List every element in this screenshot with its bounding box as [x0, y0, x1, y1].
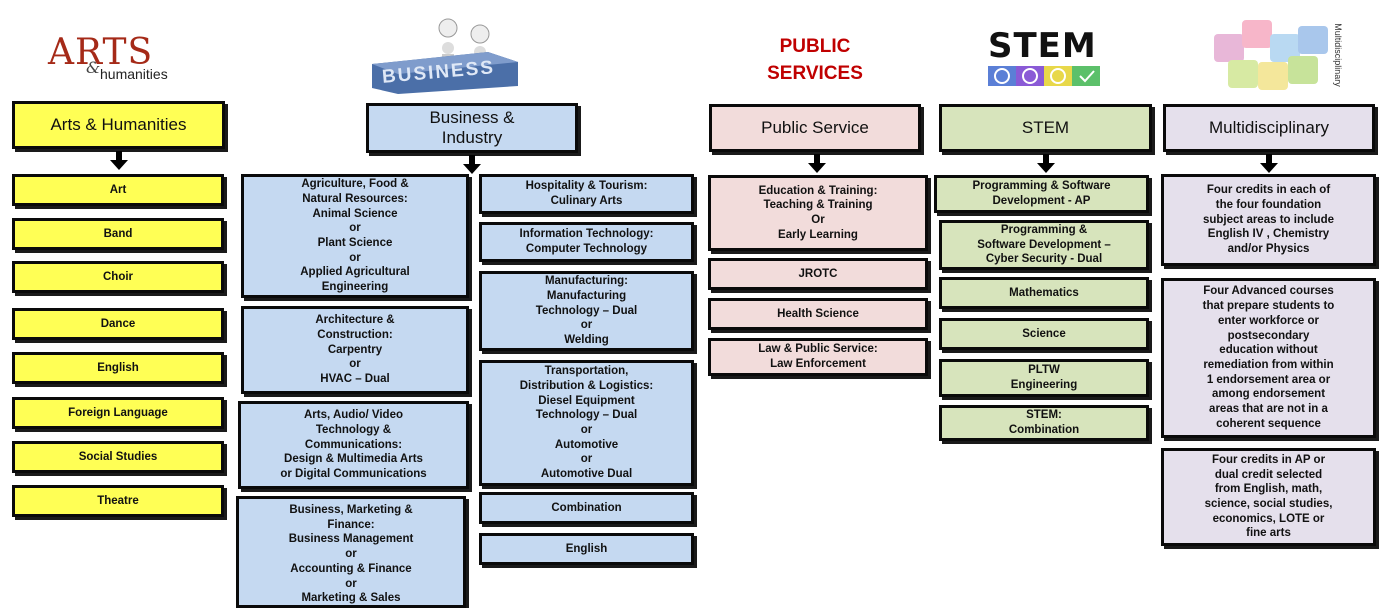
stem-item-stem-combination: STEM: Combination	[939, 405, 1149, 441]
puzzle-piece-icon	[1228, 60, 1258, 88]
arts-item-foreign-language: Foreign Language	[12, 397, 224, 429]
public-service-header: Public Service	[709, 104, 921, 152]
business-item-hospitality: Hospitality & Tourism: Culinary Arts	[479, 174, 694, 214]
multi-logo-vertical-text: Multidisciplinary	[1333, 23, 1343, 87]
puzzle-piece-icon	[1288, 56, 1318, 84]
public-logo-line1: PUBLIC	[779, 36, 851, 57]
puzzle-piece-icon	[1214, 34, 1244, 62]
arts-logo-sub: humanities	[100, 66, 168, 82]
stem-header: STEM	[939, 104, 1152, 152]
stem-symbols-icon	[988, 66, 1100, 86]
arrow-down-icon	[1260, 154, 1278, 174]
puzzle-piece-icon	[1258, 62, 1288, 90]
public-item-health-science: Health Science	[708, 298, 928, 330]
stem-item-science: Science	[939, 318, 1149, 350]
business-item-manufacturing: Manufacturing: Manufacturing Technology …	[479, 271, 694, 351]
business-item-arts-av-tech: Arts, Audio/ Video Technology & Communic…	[238, 401, 469, 489]
business-item-combination: Combination	[479, 492, 694, 524]
business-item-transportation: Transportation, Distribution & Logistics…	[479, 360, 694, 486]
stem-logo-text: STEM	[988, 26, 1097, 66]
arts-item-english: English	[12, 352, 224, 384]
public-item-jrotc: JROTC	[708, 258, 928, 290]
stem-item-programming-cyber: Programming & Software Development – Cyb…	[939, 220, 1149, 270]
arts-item-band: Band	[12, 218, 224, 250]
arts-item-choir: Choir	[12, 261, 224, 293]
stem-item-programming-ap: Programming & Software Development - AP	[934, 175, 1149, 213]
arrow-down-icon	[1037, 154, 1055, 174]
business-industry-header: Business & Industry	[366, 103, 578, 153]
business-item-business-marketing: Business, Marketing & Finance: Business …	[236, 496, 466, 608]
arrow-down-icon	[110, 151, 128, 171]
arts-humanities-logo: ARTS & humanities	[40, 30, 210, 85]
arts-item-theatre: Theatre	[12, 485, 224, 517]
stem-logo: STEM	[982, 26, 1112, 96]
business-item-architecture: Architecture & Construction: Carpentry o…	[241, 306, 469, 394]
public-item-education-training: Education & Training: Teaching & Trainin…	[708, 175, 928, 251]
arrow-down-icon	[463, 155, 481, 175]
puzzle-piece-icon	[1242, 20, 1272, 48]
business-item-agriculture: Agriculture, Food & Natural Resources: A…	[241, 174, 469, 298]
arts-logo-main: ARTS	[48, 32, 154, 73]
business-lightbulb-figures-icon	[372, 18, 518, 94]
stem-item-pltw-engineering: PLTW Engineering	[939, 359, 1149, 397]
arts-humanities-header: Arts & Humanities	[12, 101, 225, 149]
arts-item-art: Art	[12, 174, 224, 206]
multidisciplinary-logo: Multidisciplinary	[1200, 14, 1360, 96]
stem-item-mathematics: Mathematics	[939, 277, 1149, 309]
multi-item-four-ap-dual-credits: Four credits in AP or dual credit select…	[1161, 448, 1376, 546]
multi-item-four-advanced-courses: Four Advanced courses that prepare stude…	[1161, 278, 1376, 438]
public-logo-line2: SERVICES	[767, 62, 863, 84]
arrow-down-icon	[808, 154, 826, 174]
arts-item-social-studies: Social Studies	[12, 441, 224, 473]
business-logo: BUSINESS	[368, 12, 528, 94]
public-item-law-public-service: Law & Public Service: Law Enforcement	[708, 338, 928, 376]
arts-logo-amp: &	[86, 58, 101, 77]
multidisciplinary-header: Multidisciplinary	[1163, 104, 1375, 152]
arts-item-dance: Dance	[12, 308, 224, 340]
multi-item-four-foundation-credits: Four credits in each of the four foundat…	[1161, 174, 1376, 266]
business-item-english: English	[479, 533, 694, 565]
public-services-logo: PUBLIC SERVICES	[740, 34, 890, 90]
puzzle-piece-icon	[1298, 26, 1328, 54]
business-item-information-tech: Information Technology: Computer Technol…	[479, 222, 694, 262]
